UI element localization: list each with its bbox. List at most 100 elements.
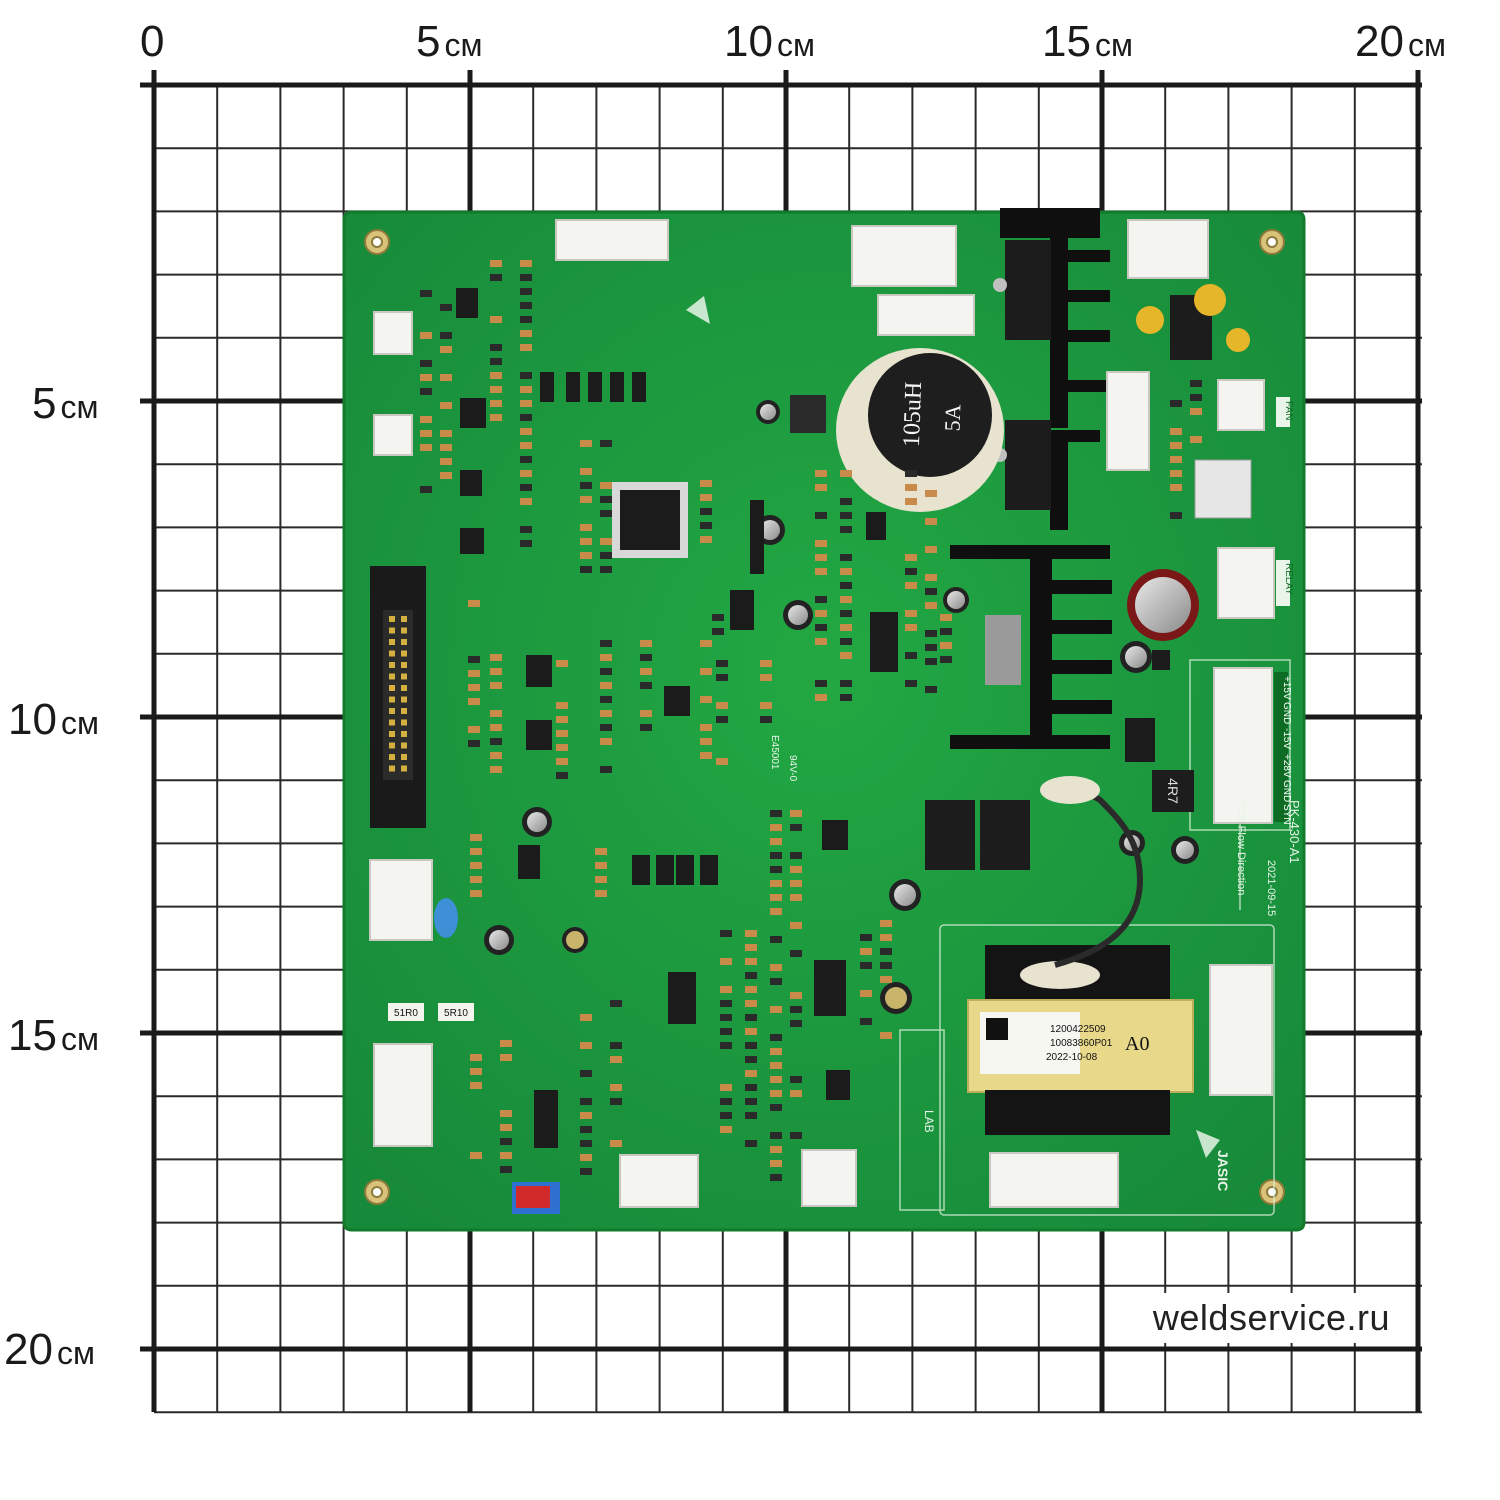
smd-passive: [468, 740, 480, 747]
smd-passive: [580, 496, 592, 503]
smd-passive: [580, 1154, 592, 1161]
smd-passive: [745, 944, 757, 951]
smd-passive: [470, 1068, 482, 1075]
board-model-text: PK-430-A1: [1287, 800, 1302, 864]
smd-passive: [610, 1084, 622, 1091]
smd-passive: [468, 656, 480, 663]
ruler-label-number: 10: [724, 17, 773, 66]
smd-passive: [840, 470, 852, 477]
smd-ic: [750, 500, 764, 574]
smd-passive: [815, 610, 827, 617]
smd-passive: [700, 522, 712, 529]
smd-passive: [440, 458, 452, 465]
smd-passive: [556, 730, 568, 737]
header-pin: [389, 708, 395, 714]
heatsink-top: [1000, 208, 1110, 530]
smd-passive: [1190, 394, 1202, 401]
resistor-label-1: 51R0: [394, 1008, 418, 1019]
ruler-label-unit: см: [60, 705, 99, 741]
smd-passive: [815, 694, 827, 701]
smd-passive: [1170, 400, 1182, 407]
fan-label: FAN: [1283, 401, 1294, 420]
smd-ic: [656, 855, 674, 885]
smd-passive: [790, 950, 802, 957]
smd-passive: [925, 644, 937, 651]
smd-passive: [880, 962, 892, 969]
smd-passive: [720, 986, 732, 993]
header-pin: [401, 639, 407, 645]
smd-passive: [720, 1098, 732, 1105]
smd-passive: [420, 444, 432, 451]
smd-passive: [770, 1146, 782, 1153]
smd-ic: [540, 372, 554, 402]
header-pin: [389, 650, 395, 657]
ribbon-header: [370, 566, 426, 828]
pin-label: GND: [1281, 702, 1292, 724]
smd-passive: [840, 568, 852, 575]
smd-passive: [905, 624, 917, 631]
smd-passive: [580, 566, 592, 573]
smd-passive: [500, 1124, 512, 1131]
glue-blob: [1040, 776, 1100, 804]
smd-passive: [490, 386, 502, 393]
smd-ic: [632, 372, 646, 402]
power-pin-labels: +15V GND -15V +28V GND SYN FAN RELAY: [1274, 397, 1294, 825]
smd-passive: [770, 824, 782, 831]
smd-passive: [580, 482, 592, 489]
smd-passive: [905, 554, 917, 561]
header-pin: [401, 673, 407, 680]
smd-passive: [470, 1152, 482, 1159]
smd-passive: [595, 848, 607, 855]
smd-passive: [490, 372, 502, 379]
smd-passive: [490, 358, 502, 365]
ruler-label-number: 10: [8, 695, 57, 744]
transformer-label-1: 1200422509: [1050, 1024, 1106, 1035]
smd-passive: [1190, 436, 1202, 443]
watermark: weldservice.ru: [1142, 1293, 1400, 1343]
smd-passive: [580, 1112, 592, 1119]
smd-passive: [760, 702, 772, 709]
ul-text: 94V-0: [787, 755, 798, 782]
smd-passive: [520, 372, 532, 379]
smd-passive: [556, 702, 568, 709]
smd-passive: [905, 568, 917, 575]
smd-passive: [580, 1168, 592, 1175]
smd-passive: [940, 642, 952, 649]
smd-passive: [790, 1132, 802, 1139]
smd-passive: [770, 1090, 782, 1097]
smd-passive: [600, 668, 612, 675]
smd-passive: [770, 1034, 782, 1041]
smd-passive: [600, 482, 612, 489]
smd-passive: [440, 346, 452, 353]
smd-passive: [556, 772, 568, 779]
smd-passive: [500, 1152, 512, 1159]
smd-passive: [860, 948, 872, 955]
smd-passive: [700, 508, 712, 515]
smd-passive: [716, 674, 728, 681]
smd-ic: [668, 972, 696, 1024]
smd-passive: [420, 290, 432, 297]
ruler-label-unit: см: [1407, 27, 1446, 63]
smd-passive: [520, 540, 532, 547]
resistor-label-2: 5R10: [444, 1008, 468, 1019]
smd-ic: [526, 655, 552, 687]
smd-passive: [640, 654, 652, 661]
smd-passive: [745, 986, 757, 993]
smd-passive: [770, 1174, 782, 1181]
smd-passive: [490, 710, 502, 717]
smd-ic: [566, 372, 580, 402]
smd-passive: [925, 588, 937, 595]
header-pin: [389, 673, 395, 680]
smd-passive: [880, 976, 892, 983]
smd-passive: [490, 752, 502, 759]
header-pin: [401, 731, 407, 737]
header-pin: [401, 754, 407, 760]
smd-passive: [790, 866, 802, 873]
smd-passive: [745, 1042, 757, 1049]
smd-passive: [640, 682, 652, 689]
smd-passive: [520, 428, 532, 435]
header-pin: [401, 742, 407, 749]
